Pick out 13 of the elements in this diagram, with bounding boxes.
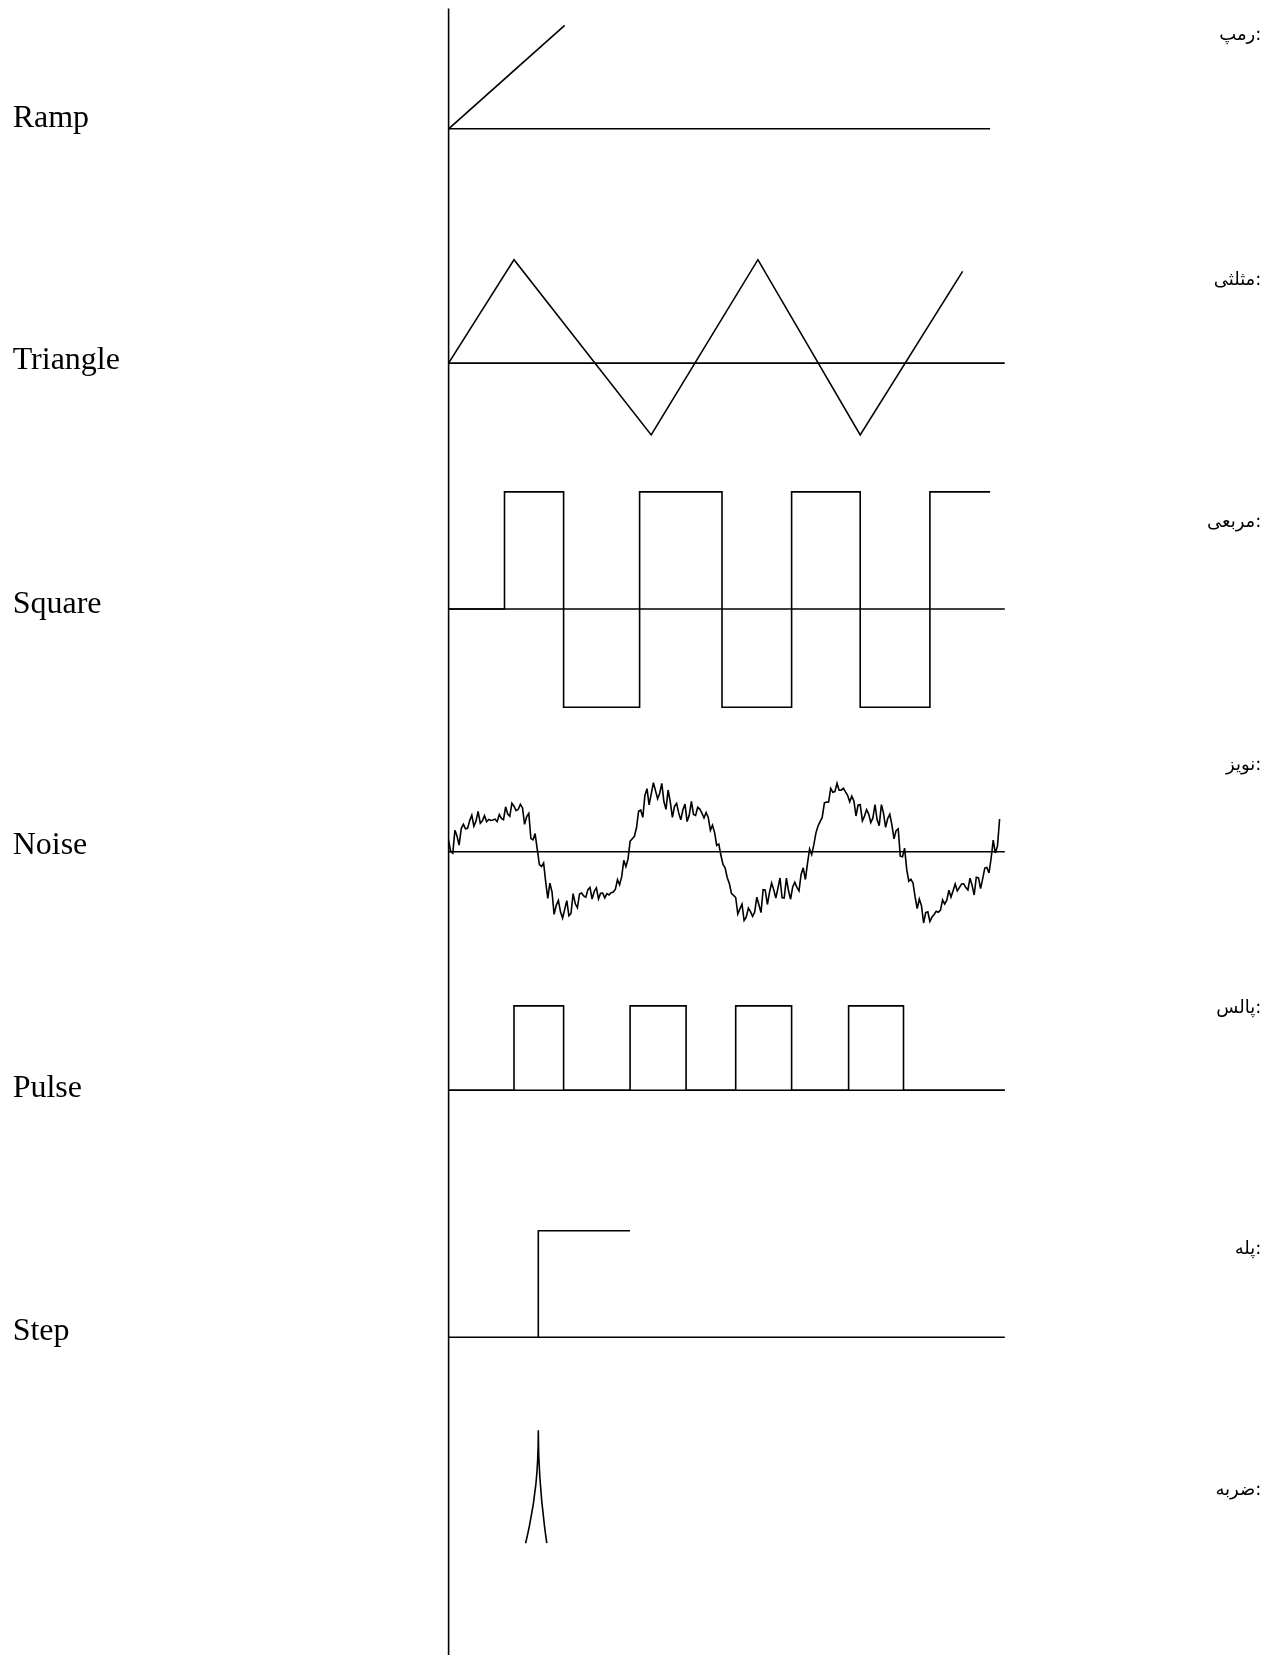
waveform-label: مربعی: (1207, 512, 1262, 531)
waveform-label: رمپ: (1219, 24, 1262, 43)
waveform-label: Pulse (12, 1070, 82, 1103)
waveform-label: Triangle (12, 341, 120, 374)
waveform-label: پالس: (1216, 998, 1262, 1016)
waveform-label: Ramp (12, 100, 90, 133)
waveform-label: Step (12, 1312, 70, 1345)
waveform-label: مثلثی: (1213, 269, 1262, 288)
waveform-label: Noise (12, 827, 88, 860)
waveform-label: Square (12, 585, 102, 618)
waveform-label: پله: (1234, 1238, 1262, 1257)
waveform-label: نویز: (1226, 755, 1262, 774)
waveform-label: ضربه: (1215, 1480, 1262, 1499)
